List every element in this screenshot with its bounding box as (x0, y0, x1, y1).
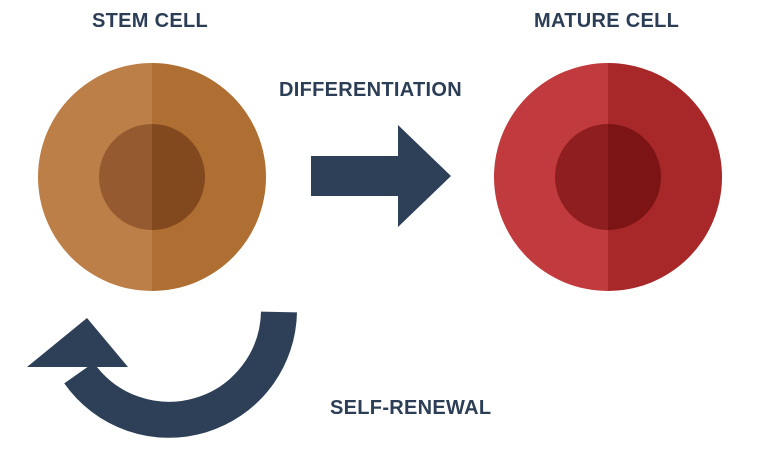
differentiation-arrow-icon (311, 125, 451, 227)
mature-cell-nucleus-right (608, 124, 661, 230)
self-renewal-arrowhead (27, 318, 128, 367)
self-renewal-label: SELF-RENEWAL (330, 397, 492, 419)
mature-cell-icon (494, 63, 722, 291)
stem-cell-outer-right (152, 63, 266, 291)
stem-cell-nucleus-right (152, 124, 205, 230)
mature-cell-outer-left (494, 63, 608, 291)
stem-cell-nucleus-left (99, 124, 152, 230)
differentiation-label: DIFFERENTIATION (279, 79, 463, 101)
stem-cell-label: STEM CELL (92, 10, 209, 32)
mature-cell-outer-right (608, 63, 722, 291)
stem-cell-icon (38, 63, 266, 291)
mature-cell-nucleus-left (555, 124, 608, 230)
stem-cell-outer-left (38, 63, 152, 291)
self-renewal-arrow-icon (27, 311, 297, 438)
mature-cell-label: MATURE CELL (534, 10, 680, 32)
self-renewal-arc (64, 311, 297, 438)
